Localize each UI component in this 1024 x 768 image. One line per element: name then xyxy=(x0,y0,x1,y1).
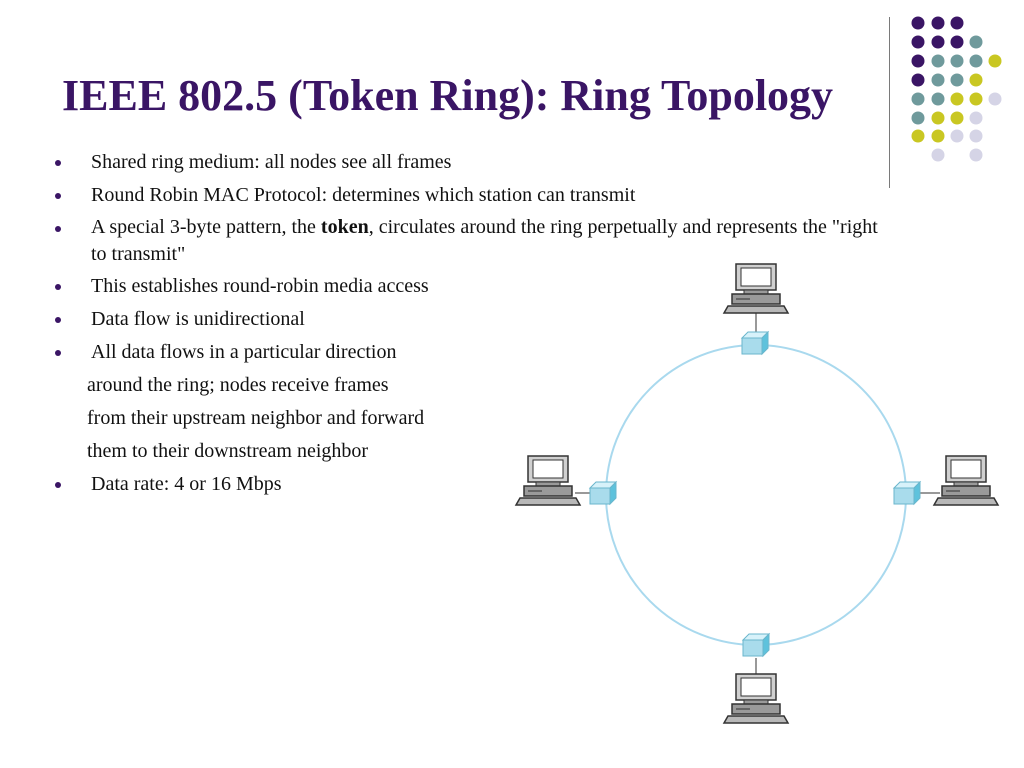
bullet-item: Round Robin MAC Protocol: determines whi… xyxy=(52,181,892,210)
hub-icon xyxy=(589,481,617,505)
computer-icon xyxy=(515,455,581,506)
bullet-text-after: , circulates around the ring perpetually… xyxy=(91,216,878,265)
bullet-text: Data rate: 4 or 16 Mbps xyxy=(91,473,282,495)
bullet-text-before: A special 3-byte pattern, the xyxy=(91,216,321,238)
dot xyxy=(969,92,983,106)
bullet-icon xyxy=(55,193,61,199)
bullet-icon xyxy=(55,482,61,488)
bullet-item: This establishes round-robin media acces… xyxy=(52,272,892,301)
dot xyxy=(969,54,983,68)
dot xyxy=(969,111,983,125)
dot xyxy=(911,35,925,49)
dot xyxy=(950,111,964,125)
bullet-text: Shared ring medium: all nodes see all fr… xyxy=(91,151,452,173)
bullet-icon xyxy=(55,317,61,323)
bullet-item: Shared ring medium: all nodes see all fr… xyxy=(52,148,892,177)
dot xyxy=(931,35,945,49)
bullet-icon xyxy=(55,160,61,166)
dot xyxy=(931,16,945,30)
divider-line xyxy=(889,17,890,188)
dot xyxy=(931,92,945,106)
bullet-item: Data rate: 4 or 16 Mbps xyxy=(52,470,892,499)
bullet-text: Round Robin MAC Protocol: determines whi… xyxy=(91,184,636,206)
bullet-icon xyxy=(55,350,61,356)
dot xyxy=(911,92,925,106)
bullet-text: Data flow is unidirectional xyxy=(91,308,305,330)
ring-medium xyxy=(605,344,907,646)
dot xyxy=(931,129,945,143)
bullet-icon xyxy=(55,226,61,232)
bullet-item: A special 3-byte pattern, the token, cir… xyxy=(52,214,892,268)
bullet-text: This establishes round-robin media acces… xyxy=(91,275,429,297)
hub-icon xyxy=(893,481,921,505)
decorative-dot-grid xyxy=(911,16,1002,162)
dot xyxy=(950,16,964,30)
dot xyxy=(969,73,983,87)
dot xyxy=(931,54,945,68)
bullet-list: Shared ring medium: all nodes see all fr… xyxy=(52,148,892,503)
computer-icon xyxy=(723,673,789,724)
dot xyxy=(950,92,964,106)
hub-icon xyxy=(741,331,769,355)
bullet-continuation: from their upstream neighbor and forward xyxy=(87,407,425,429)
dot xyxy=(931,73,945,87)
dot xyxy=(911,16,925,30)
dot xyxy=(988,54,1002,68)
dot xyxy=(931,111,945,125)
computer-icon xyxy=(933,455,999,506)
dot xyxy=(911,54,925,68)
dot xyxy=(950,35,964,49)
bullet-continuation: them to their downstream neighbor xyxy=(87,440,369,462)
bullet-text: All data flows in a particular direction xyxy=(91,341,397,363)
bullet-icon xyxy=(55,284,61,290)
computer-icon xyxy=(723,263,789,314)
dot xyxy=(931,148,945,162)
dot xyxy=(969,35,983,49)
dot xyxy=(950,129,964,143)
dot xyxy=(988,92,1002,106)
bullet-item: All data flows in a particular direction xyxy=(52,338,892,367)
dot xyxy=(969,129,983,143)
dot xyxy=(950,73,964,87)
hub-icon xyxy=(742,633,770,657)
dot xyxy=(950,54,964,68)
token-keyword: token xyxy=(320,216,369,238)
dot xyxy=(911,73,925,87)
bullet-continuation: around the ring; nodes receive frames xyxy=(87,374,389,396)
dot xyxy=(969,148,983,162)
slide-title: IEEE 802.5 (Token Ring): Ring Topology xyxy=(62,71,834,120)
dot xyxy=(911,111,925,125)
bullet-item: Data flow is unidirectional xyxy=(52,305,892,334)
dot xyxy=(911,129,925,143)
